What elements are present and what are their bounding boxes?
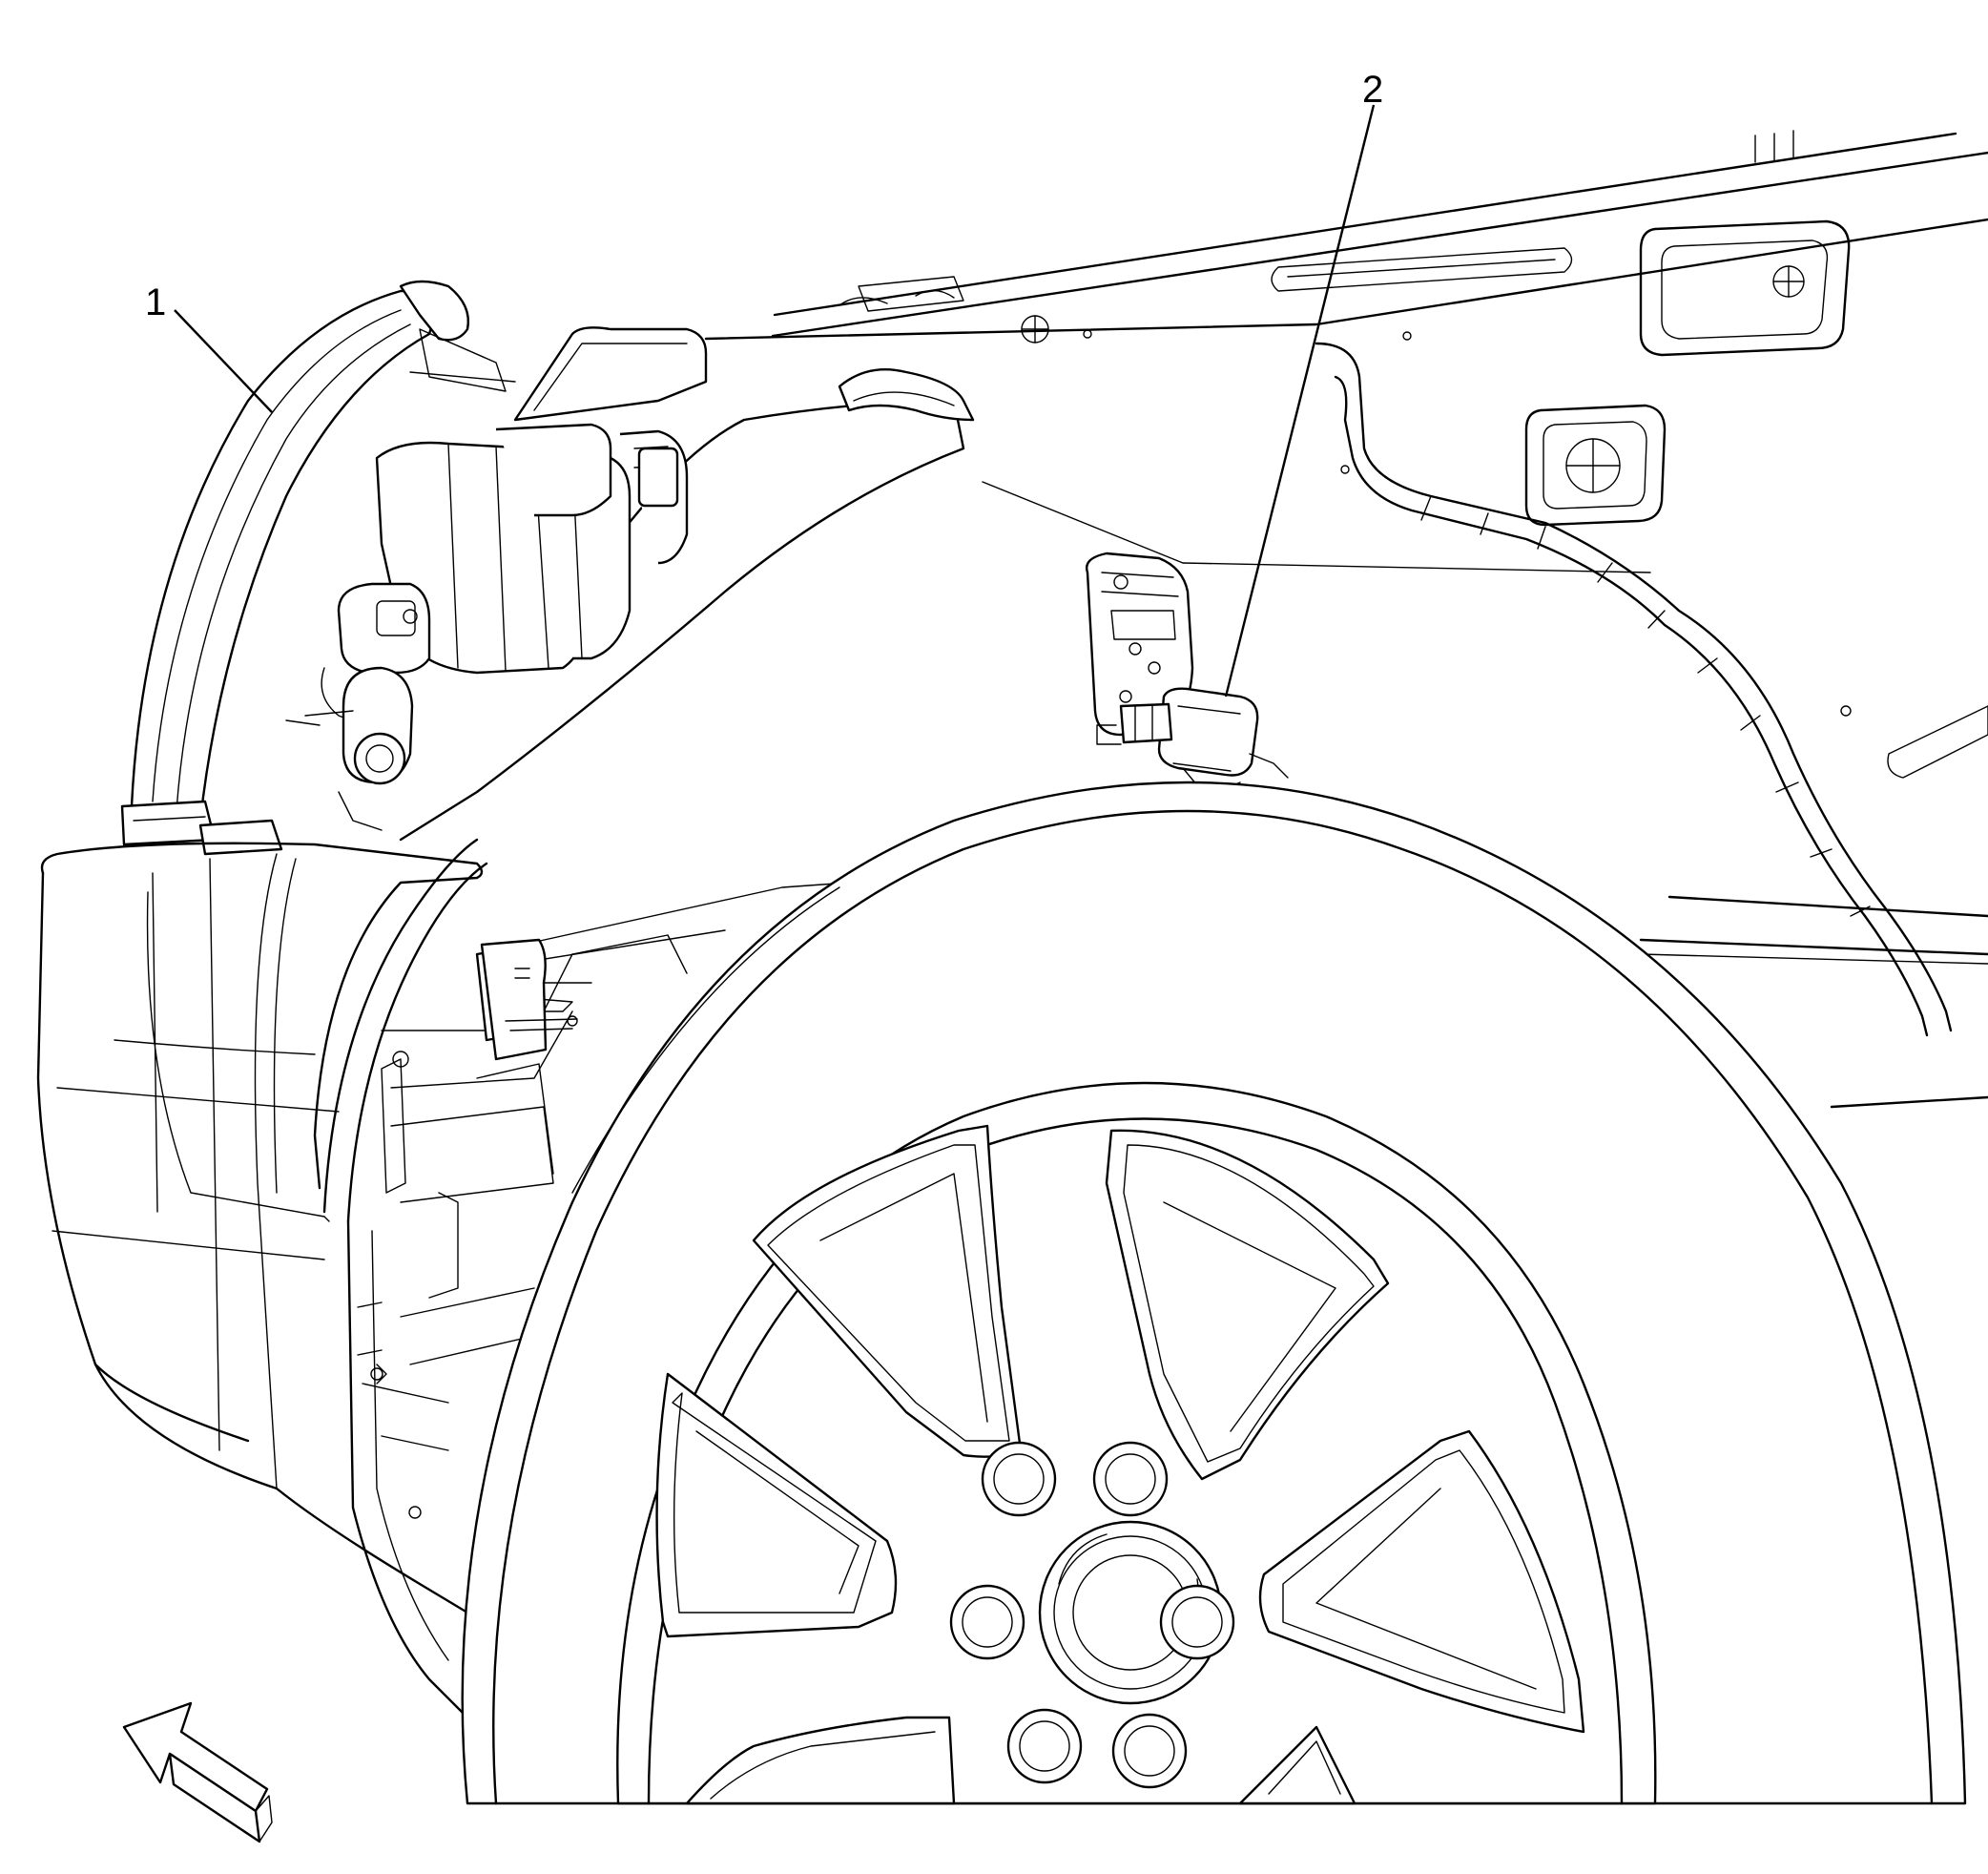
height-sensor: [1096, 687, 1289, 798]
upper-reinforcement-bracket: [513, 326, 975, 422]
body-access-panel-lower: [1524, 404, 1667, 527]
bumper-fascia: [36, 842, 484, 1614]
callout-1: 1: [145, 281, 273, 413]
wheel-well-lip: [322, 838, 488, 1719]
wheelhouse-flange: [1315, 342, 1953, 1037]
callout-2: 2: [1224, 69, 1383, 698]
callout-2-leader: [1224, 104, 1376, 698]
view-direction-arrow-icon: [122, 1701, 273, 1843]
panel-fasteners: [1021, 315, 1852, 717]
upper-body-rail: [704, 130, 1988, 341]
tail-lamp-assembly: [120, 280, 516, 856]
height-sensor-bracket: [1086, 552, 1194, 737]
body-access-panel-upper: [1639, 219, 1851, 357]
callout-1-leader: [174, 309, 273, 413]
lamp-housing-internals: [375, 423, 689, 675]
callout-1-label: 1: [145, 281, 166, 323]
callout-2-label: 2: [1362, 69, 1383, 111]
wheel-spoke-openings: [655, 1124, 1585, 1805]
lower-body-sill: [1639, 705, 1988, 1109]
wheel-lug-holes: [949, 1441, 1235, 1789]
lower-suspension-bracket: [480, 938, 578, 1061]
lamp-socket: [285, 582, 431, 831]
